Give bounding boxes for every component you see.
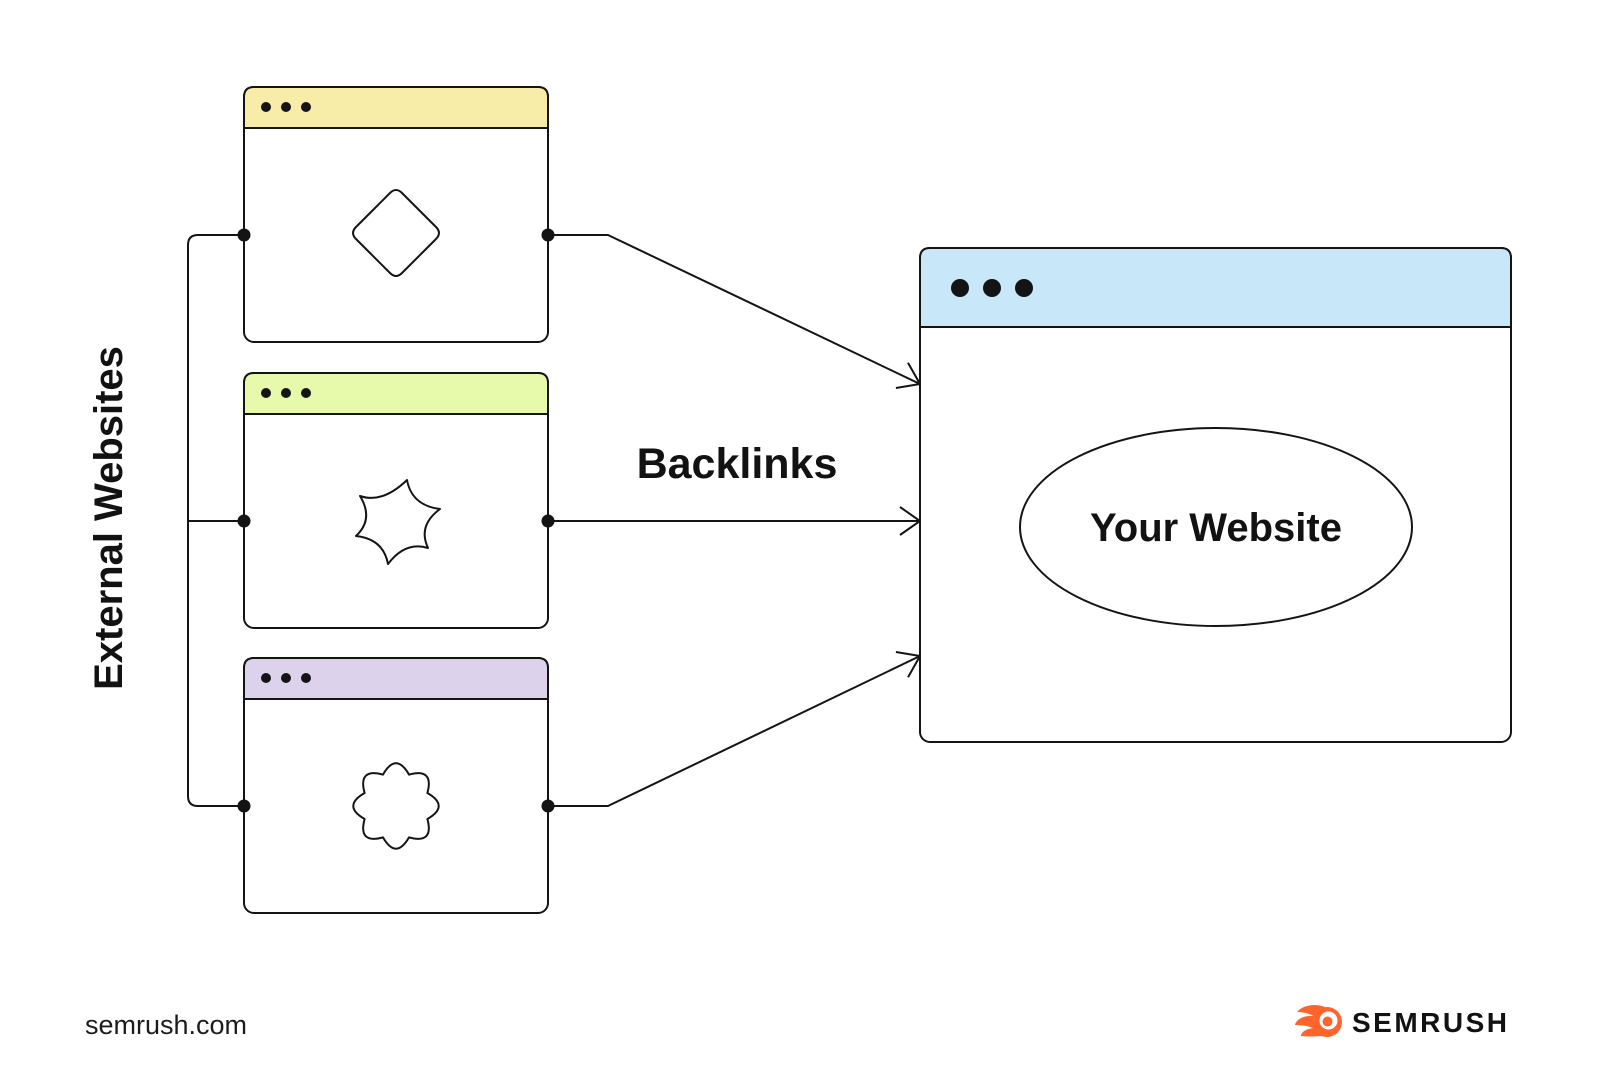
three-dots-icon <box>261 673 311 683</box>
external-website-window-1 <box>243 86 549 343</box>
external-group-bracket <box>187 234 244 807</box>
three-dots-icon <box>951 279 1033 297</box>
backlink-arrow-top <box>548 234 922 390</box>
flame-ball-core <box>1322 1016 1333 1027</box>
diamond-blob-icon <box>352 189 440 277</box>
window-header <box>919 247 1512 328</box>
window-header <box>243 372 549 415</box>
flower-blob-icon <box>352 762 440 850</box>
window-header <box>243 657 549 700</box>
your-website-label: Your Website <box>1090 506 1342 550</box>
external-website-window-3 <box>243 657 549 914</box>
source-link[interactable]: semrush.com <box>85 1010 247 1040</box>
backlink-arrow-bottom <box>548 651 922 807</box>
your-website-ellipse <box>1019 427 1413 627</box>
three-dots-icon <box>261 388 311 398</box>
three-dots-icon <box>261 102 311 112</box>
your-website-window: Your Website <box>919 247 1512 743</box>
splat-blob-icon <box>355 479 441 565</box>
window-header <box>243 86 549 129</box>
connection-dots <box>237 228 555 813</box>
semrush-wordmark: SEMRUSH <box>1352 1007 1510 1038</box>
backlinks-label: Backlinks <box>637 440 838 488</box>
semrush-logo <box>1295 1004 1342 1037</box>
external-website-window-2 <box>243 372 549 629</box>
external-websites-label: External Websites <box>87 346 131 690</box>
